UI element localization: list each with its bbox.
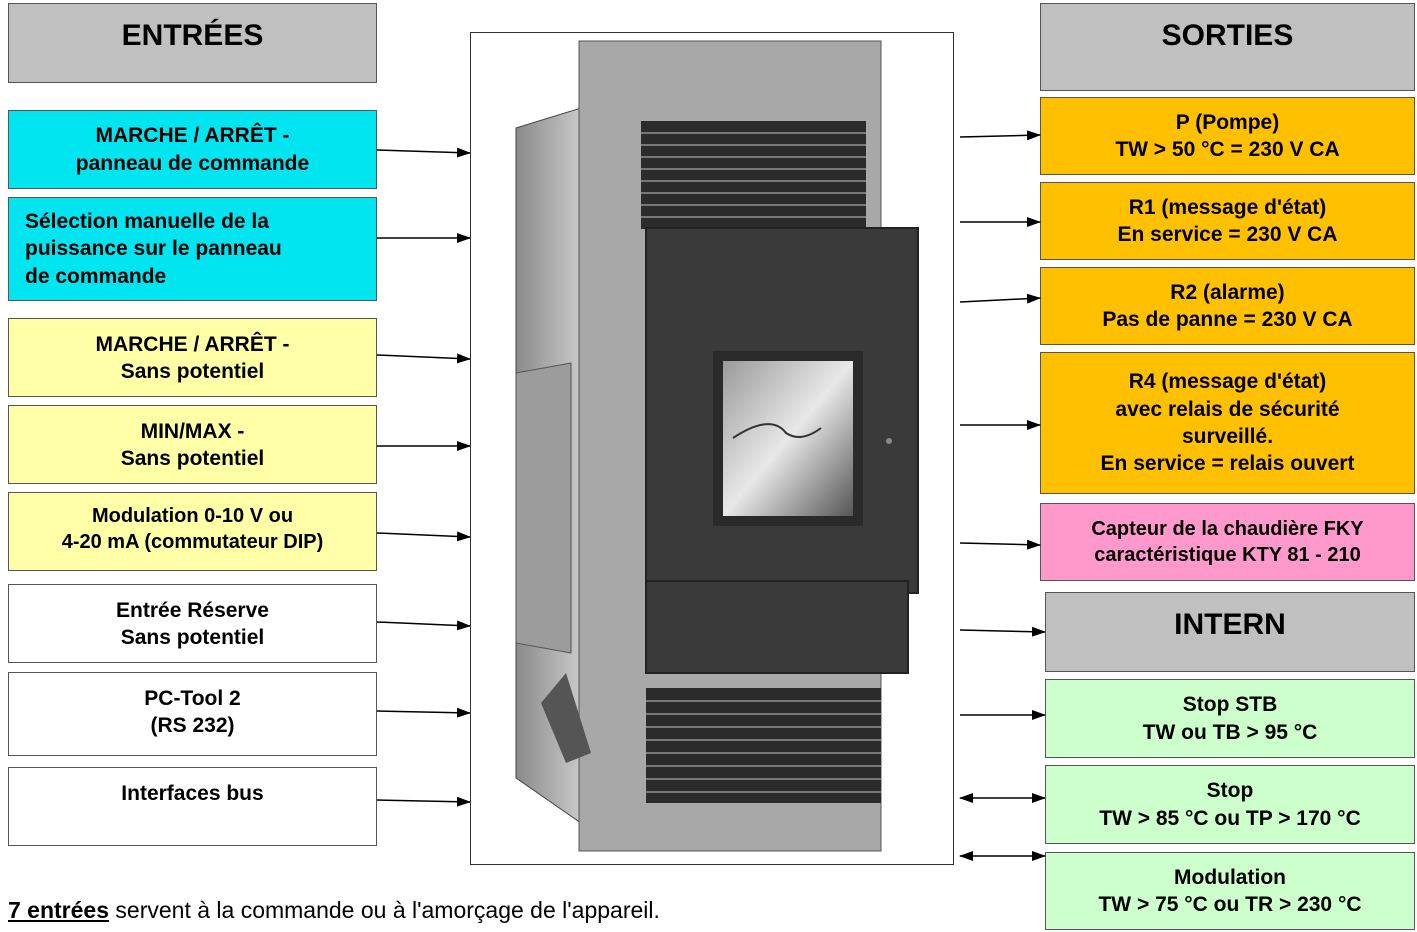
arrow-input-3 <box>376 353 471 364</box>
output-line: Pas de panne = 230 V CA <box>1102 308 1353 331</box>
output-line: caractéristique KTY 81 - 210 <box>1094 544 1361 566</box>
arrow-input-5 <box>376 531 471 542</box>
arrow-output-3 <box>959 293 1041 304</box>
footnote-rest: servent à la commande ou à l'amorçage de… <box>109 897 660 923</box>
input-line: 4-20 mA (commutateur DIP) <box>61 531 324 553</box>
output-r1: R1 (message d'état) En service = 230 V C… <box>1040 182 1415 260</box>
arrow-input-7 <box>376 707 471 718</box>
output-line: avec relais de sécurité <box>1115 397 1340 421</box>
input-pc-tool: PC-Tool 2 (RS 232) <box>8 672 377 756</box>
output-line: R1 (message d'état) <box>1128 195 1327 219</box>
output-line: TW > 50 °C = 230 V CA <box>1115 138 1340 161</box>
output-line: En service = relais ouvert <box>1100 452 1355 476</box>
pellet-stove-illustration <box>515 40 919 852</box>
input-manual-power: Sélection manuelle de la puissance sur l… <box>8 197 377 301</box>
input-modulation: Modulation 0-10 V ou 4-20 mA (commutateu… <box>8 492 377 571</box>
input-line: Sélection manuelle de la <box>25 210 269 234</box>
intern-stop: Stop TW > 85 °C ou TP > 170 °C <box>1045 765 1415 844</box>
input-line: puissance sur le panneau <box>25 237 282 261</box>
arrow-intern-header <box>959 626 1046 637</box>
arrow-input-8 <box>376 796 471 807</box>
inputs-header: ENTRÉES <box>8 3 377 83</box>
output-r4: R4 (message d'état) avec relais de sécur… <box>1040 352 1415 494</box>
output-line: R2 (alarme) <box>1170 280 1285 304</box>
input-on-off-panel: MARCHE / ARRÊT - panneau de commande <box>8 110 377 189</box>
intern-line: TW ou TB > 95 °C <box>1142 720 1318 744</box>
arrow-input-6 <box>376 620 471 631</box>
intern-line: TW > 75 °C ou TR > 230 °C <box>1098 893 1362 916</box>
output-r2: R2 (alarme) Pas de panne = 230 V CA <box>1040 267 1415 345</box>
input-line: (RS 232) <box>150 714 235 738</box>
input-line: MARCHE / ARRÊT - <box>95 333 290 356</box>
input-line: PC-Tool 2 <box>144 687 241 710</box>
footnote-bold: 7 entrées <box>8 897 110 923</box>
output-line: Capteur de la chaudière FKY <box>1091 518 1364 540</box>
arrow-output-1 <box>959 130 1041 141</box>
input-line: MARCHE / ARRÊT - <box>95 124 290 148</box>
intern-line: Stop STB <box>1182 693 1278 717</box>
inputs-header-label: ENTRÉES <box>121 19 264 52</box>
intern-line: TW > 85 °C ou TP > 170 °C <box>1099 806 1361 830</box>
input-line: Modulation 0-10 V ou <box>91 505 294 527</box>
arrow-input-1 <box>376 147 471 158</box>
input-line: Sans potentiel <box>120 626 265 650</box>
intern-modulation: Modulation TW > 75 °C ou TR > 230 °C <box>1045 852 1415 930</box>
output-pump: P (Pompe) TW > 50 °C = 230 V CA <box>1040 97 1415 175</box>
intern-line: Modulation <box>1174 865 1286 889</box>
footnote-text: 7 entrées servent à la commande ou à l'a… <box>8 897 660 924</box>
output-line: P (Pompe) <box>1175 110 1280 134</box>
input-min-max: MIN/MAX - Sans potentiel <box>8 405 377 484</box>
outputs-header: SORTIES <box>1040 3 1415 91</box>
intern-stop-stb: Stop STB TW ou TB > 95 °C <box>1045 679 1415 758</box>
input-line: Sans potentiel <box>120 360 265 384</box>
output-line: R4 (message d'état) <box>1128 370 1327 394</box>
outputs-header-label: SORTIES <box>1161 19 1294 52</box>
stove-image-frame <box>470 32 954 865</box>
input-on-off-potential-free: MARCHE / ARRÊT - Sans potentiel <box>8 318 377 397</box>
input-line: panneau de commande <box>75 151 310 175</box>
input-line: Sans potentiel <box>120 447 265 471</box>
input-bus-interfaces: Interfaces bus <box>8 767 377 846</box>
intern-line: Stop <box>1206 779 1254 803</box>
intern-header-label: INTERN <box>1174 608 1286 641</box>
output-line: En service = 230 V CA <box>1117 223 1338 246</box>
input-line: de commande <box>25 264 167 288</box>
input-line: MIN/MAX - <box>140 420 245 443</box>
input-reserve: Entrée Réserve Sans potentiel <box>8 584 377 663</box>
output-line: surveillé. <box>1181 425 1274 448</box>
output-boiler-sensor: Capteur de la chaudière FKY caractéristi… <box>1040 503 1415 581</box>
arrow-output-5 <box>959 539 1041 550</box>
input-line: Interfaces bus <box>121 782 264 805</box>
intern-header: INTERN <box>1045 592 1415 672</box>
input-line: Entrée Réserve <box>116 599 269 622</box>
